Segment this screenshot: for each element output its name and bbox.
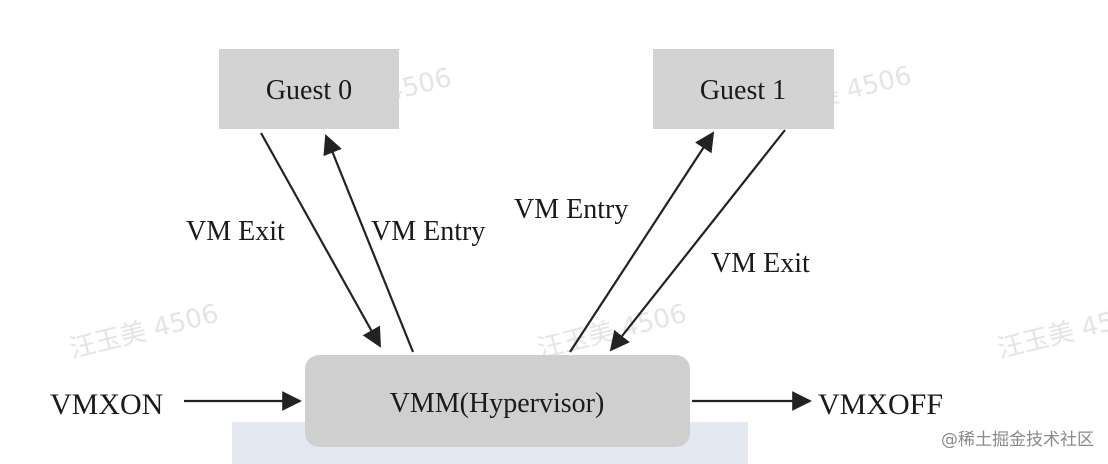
guest-0-label: Guest 0 [266,75,352,106]
guest-0-vm-entry-arrow [323,134,415,353]
vmm-box [305,355,690,447]
guest-0-vm-exit-arrow [260,132,381,348]
guest-0-vm-exit-label: VM Exit [186,216,285,247]
vmxoff-label: VMXOFF [818,388,943,421]
guest-0-vm-entry-label: VM Entry [371,216,485,247]
guest-1-vm-exit-label: VM Exit [711,248,810,279]
vmxon-label: VMXON [50,388,163,421]
guest-1-vm-entry-label: VM Entry [514,194,628,225]
guest-1-vm-exit-arrow [609,129,786,352]
guest-0-box [219,49,399,129]
watermark-text: 汪玉美 4506 [534,299,689,365]
guest-1-box [653,49,834,129]
watermark-text: 汪玉美 4506 [66,299,221,365]
vmm-label: VMM(Hypervisor) [390,388,605,419]
watermark-text: 汪玉美 4506 [994,299,1108,365]
credit-text: @稀土掘金技术社区 [941,430,1094,450]
guest-1-label: Guest 1 [700,75,786,106]
guest-1-vm-entry-arrow [569,131,715,353]
